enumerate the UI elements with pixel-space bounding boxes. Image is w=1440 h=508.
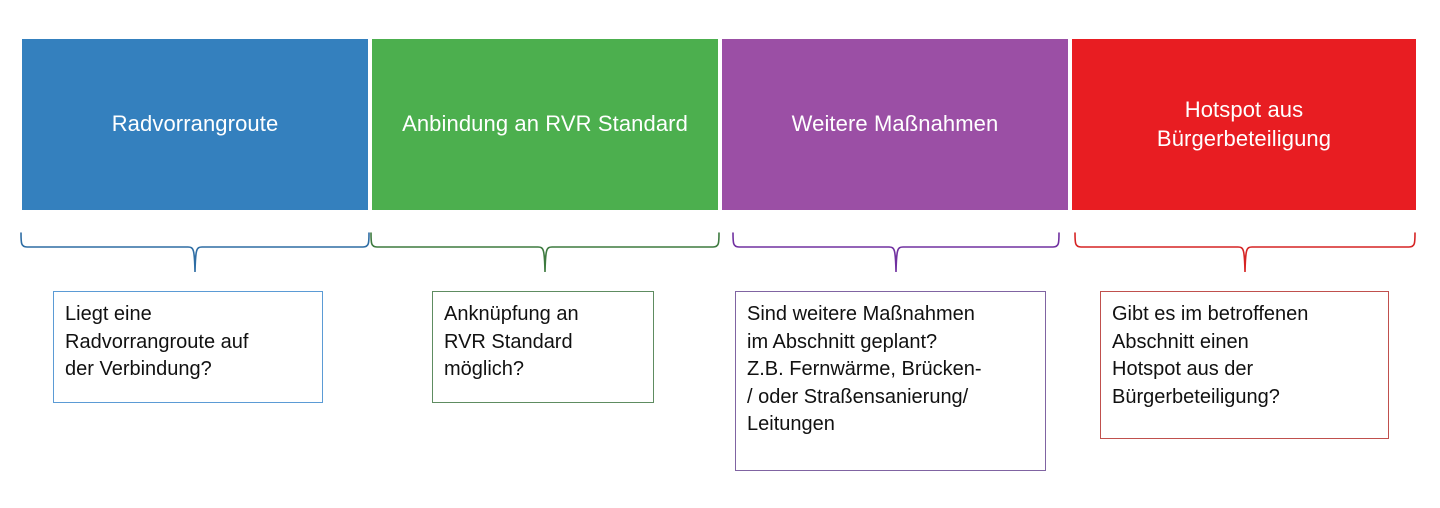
header-bar-radvorrangroute[interactable]: Radvorrangroute [22, 39, 368, 210]
question-box-radvorrangroute[interactable]: Liegt eine Radvorrangroute auf der Verbi… [53, 291, 323, 403]
header-label-anbindung-rvr-standard: Anbindung an RVR Standard [402, 111, 688, 137]
question-box-anbindung-rvr-standard[interactable]: Anknüpfung an RVR Standard möglich? [432, 291, 654, 403]
header-bar-weitere-massnahmen[interactable]: Weitere Maßnahmen [722, 39, 1068, 210]
header-bar-hotspot-buergerbeteiligung[interactable]: Hotspot aus Bürgerbeteiligung [1072, 39, 1416, 210]
header-label-hotspot-buergerbeteiligung: Hotspot aus Bürgerbeteiligung [1156, 96, 1332, 151]
question-box-hotspot-buergerbeteiligung[interactable]: Gibt es im betroffenen Abschnitt einen H… [1100, 291, 1389, 439]
brace-anbindung-rvr-standard [368, 231, 722, 273]
header-label-radvorrangroute: Radvorrangroute [111, 111, 279, 137]
brace-hotspot-buergerbeteiligung [1072, 231, 1418, 273]
brace-weitere-massnahmen [730, 231, 1062, 273]
brace-radvorrangroute [18, 231, 372, 273]
question-box-weitere-massnahmen[interactable]: Sind weitere Maßnahmen im Abschnitt gepl… [735, 291, 1046, 471]
header-bar-anbindung-rvr-standard[interactable]: Anbindung an RVR Standard [372, 39, 718, 210]
header-label-weitere-massnahmen: Weitere Maßnahmen [791, 111, 999, 137]
